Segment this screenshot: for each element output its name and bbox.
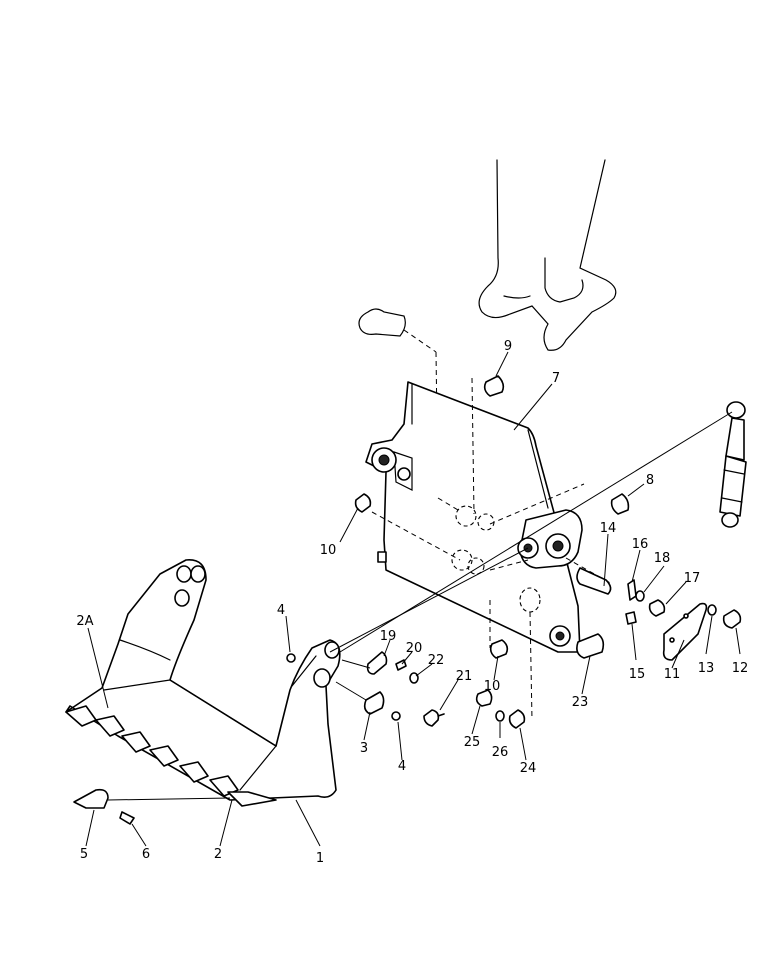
callout-4-lower: 4 bbox=[398, 759, 406, 774]
callout-6: 6 bbox=[142, 847, 150, 862]
callout-7: 7 bbox=[552, 371, 560, 386]
callout-14: 14 bbox=[600, 521, 617, 536]
callout-8: 8 bbox=[646, 473, 654, 488]
callout-22: 22 bbox=[428, 653, 445, 668]
callout-19: 19 bbox=[380, 629, 397, 644]
callout-1: 1 bbox=[316, 851, 324, 866]
callout-16: 16 bbox=[632, 537, 649, 552]
bucket-pins bbox=[286, 547, 529, 727]
tooth-adapter bbox=[73, 788, 231, 809]
callout-23: 23 bbox=[572, 695, 589, 710]
callout-4-left: 4 bbox=[277, 603, 285, 618]
callout-2: 2 bbox=[214, 847, 222, 862]
callout-12: 12 bbox=[732, 661, 749, 676]
callout-2a: 2A bbox=[76, 614, 93, 629]
tooth-pin bbox=[119, 811, 135, 825]
callout-10-lower: 10 bbox=[484, 679, 501, 694]
coupler-plate bbox=[365, 377, 613, 721]
callout-labels: 1 2 2A 3 4 4 5 6 7 8 9 10 10 11 12 13 14… bbox=[76, 339, 748, 866]
callout-3: 3 bbox=[360, 741, 368, 756]
callout-20: 20 bbox=[406, 641, 423, 656]
callout-11: 11 bbox=[664, 667, 681, 682]
callout-5: 5 bbox=[80, 847, 88, 862]
callout-25: 25 bbox=[464, 735, 481, 750]
bucket bbox=[65, 559, 341, 807]
callout-15: 15 bbox=[629, 667, 646, 682]
hydraulic-cylinder bbox=[339, 401, 747, 653]
callout-9: 9 bbox=[504, 339, 512, 354]
callout-21: 21 bbox=[456, 669, 473, 684]
coupler-pins bbox=[354, 375, 742, 729]
callout-18: 18 bbox=[654, 551, 671, 566]
callout-10-left: 10 bbox=[320, 543, 337, 558]
callout-leaders bbox=[85, 351, 741, 847]
callout-24: 24 bbox=[520, 761, 537, 776]
arm-linkage-outline bbox=[478, 159, 617, 351]
callout-13: 13 bbox=[698, 661, 715, 676]
callout-17: 17 bbox=[684, 571, 701, 586]
callout-26: 26 bbox=[492, 745, 509, 760]
